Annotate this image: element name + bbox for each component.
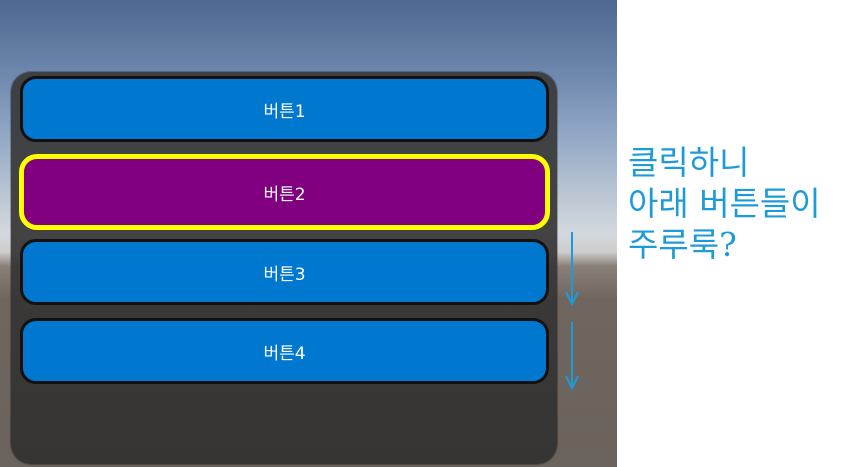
annotation-text: 클릭하니 아래 버튼들이 주루룩? — [628, 142, 862, 265]
down-arrow-icon — [565, 232, 579, 307]
button-4-label: 버튼4 — [263, 343, 306, 364]
down-arrow-icon — [565, 322, 579, 390]
game-viewport: 버튼1 버튼2 버튼3 버튼4 — [0, 0, 617, 467]
button-1[interactable]: 버튼1 — [20, 76, 549, 142]
button-4[interactable]: 버튼4 — [20, 318, 549, 384]
button-3[interactable]: 버튼3 — [20, 239, 549, 305]
button-3-label: 버튼3 — [263, 264, 306, 285]
annotation-line-2: 아래 버튼들이 — [628, 184, 821, 223]
button-2[interactable]: 버튼2 — [19, 154, 550, 230]
button-2-label: 버튼2 — [263, 184, 306, 205]
button-1-label: 버튼1 — [263, 101, 306, 122]
annotation-line-1: 클릭하니 — [628, 143, 750, 182]
annotation-line-3: 주루룩? — [628, 225, 737, 264]
